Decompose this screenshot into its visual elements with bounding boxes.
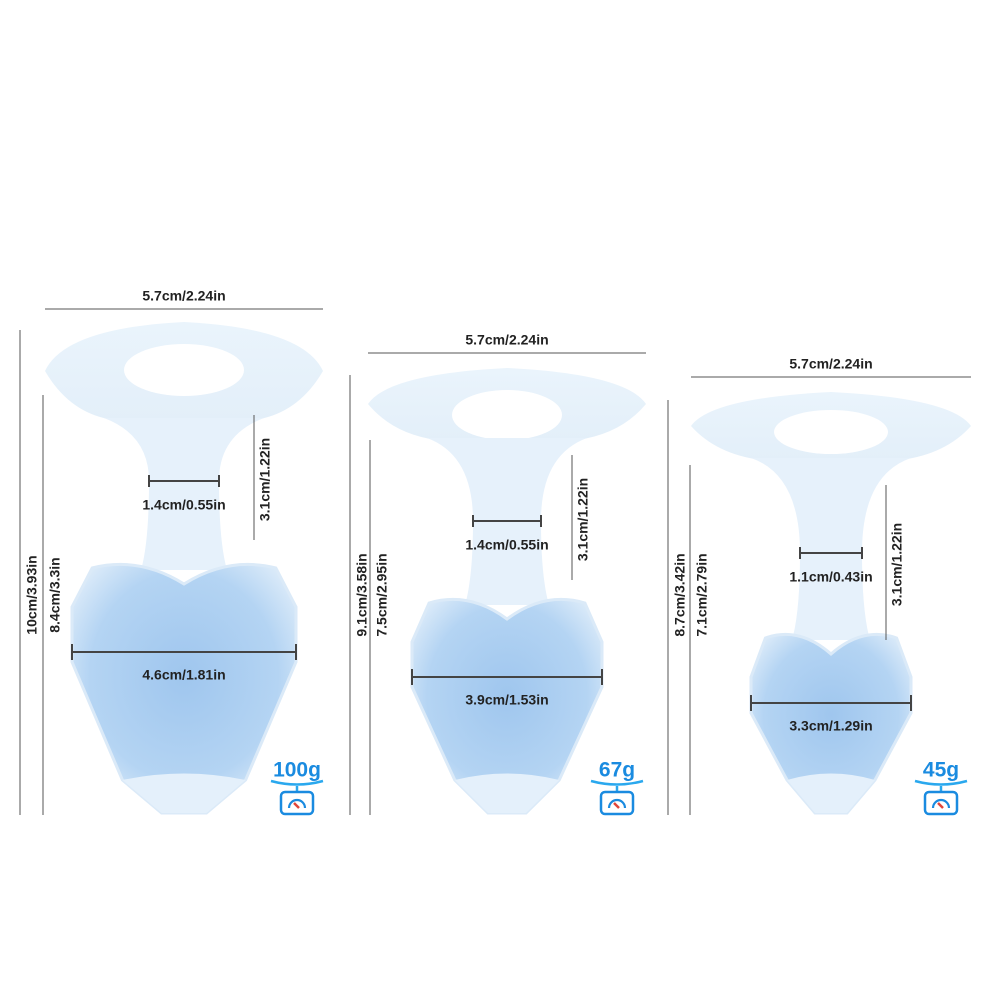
ring-hole — [452, 390, 562, 440]
total-length-label: 8.7cm/3.42in — [672, 553, 688, 636]
neck-length-label: 3.1cm/1.22in — [889, 523, 905, 606]
scale-icon — [270, 779, 324, 816]
weight-label: 100g — [273, 759, 321, 782]
scale-icon — [590, 779, 644, 816]
weight-label: 67g — [599, 759, 635, 782]
bulb-diameter-label: 3.3cm/1.29in — [789, 718, 872, 734]
insertable-length-label: 7.5cm/2.95in — [374, 553, 390, 636]
insertable-length-label: 7.1cm/2.79in — [694, 553, 710, 636]
neck — [104, 418, 264, 570]
top-width-label: 5.7cm/2.24in — [789, 356, 872, 372]
neck-diameter-label: 1.4cm/0.55in — [465, 537, 548, 553]
neck-diameter-label: 1.1cm/0.43in — [789, 569, 872, 585]
top-width-label: 5.7cm/2.24in — [465, 332, 548, 348]
total-length-label: 10cm/3.93in — [24, 555, 40, 634]
neck-length-label: 3.1cm/1.22in — [575, 478, 591, 561]
bulb-diameter-label: 4.6cm/1.81in — [142, 667, 225, 683]
neck-length-label: 3.1cm/1.22in — [257, 438, 273, 521]
bulb-tip — [454, 773, 560, 813]
product-3: 5.7cm/2.24in 8.7cm/3.42in 7.1cm/2.79in 3.1c… — [667, 356, 971, 816]
total-length-label: 9.1cm/3.58in — [354, 553, 370, 636]
product-1: 5.7cm/2.24in 10cm/3.93in 8.4cm/3.3in 3.1cm/… — [19, 288, 324, 816]
insertable-length-label: 8.4cm/3.3in — [47, 557, 63, 633]
bulb-diameter-label: 3.9cm/1.53in — [465, 692, 548, 708]
neck — [751, 458, 911, 640]
bulb-tip — [787, 773, 875, 813]
top-width-label: 5.7cm/2.24in — [142, 288, 225, 304]
bulb-tip — [122, 773, 246, 813]
ring-hole — [124, 344, 244, 396]
neck-diameter-label: 1.4cm/0.55in — [142, 497, 225, 513]
weight-label: 45g — [923, 759, 959, 782]
scale-icon — [914, 779, 968, 816]
ring-hole — [774, 410, 888, 454]
